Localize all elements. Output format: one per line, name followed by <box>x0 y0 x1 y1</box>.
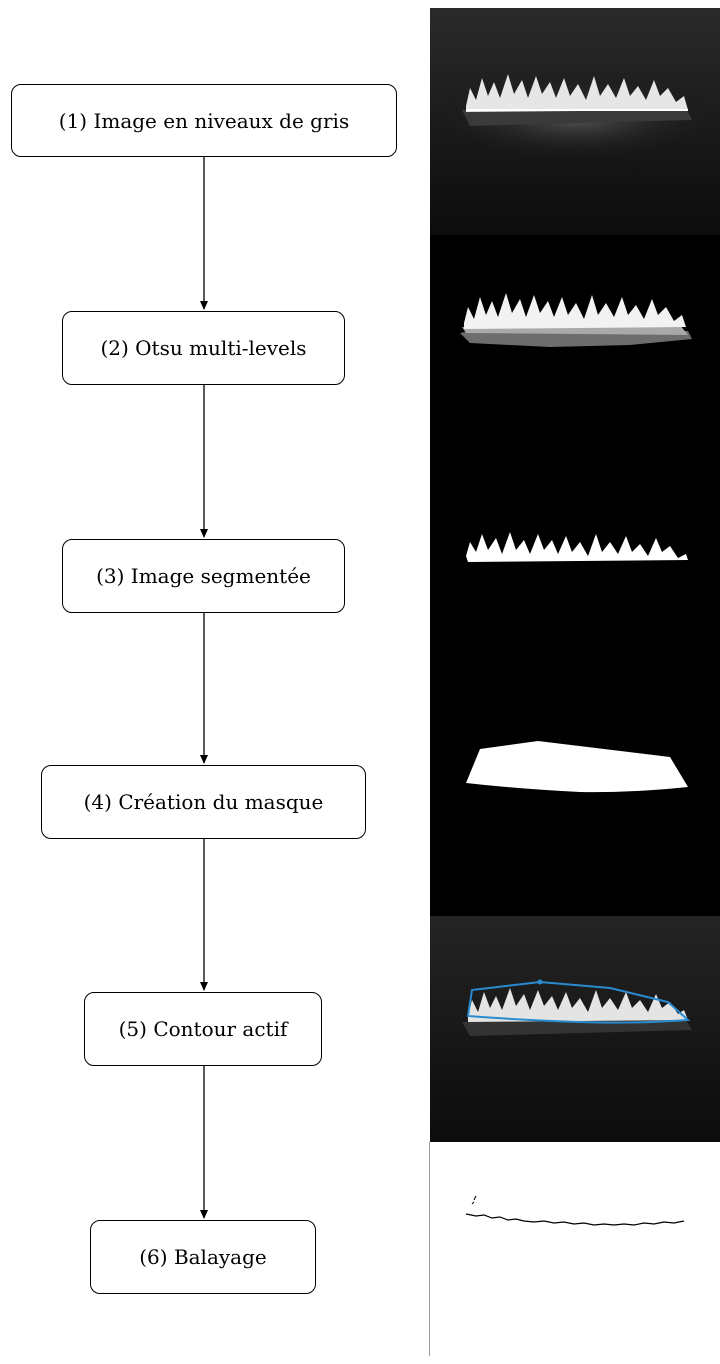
step-label: (2) Otsu multi-levels <box>100 336 307 360</box>
step-label: (4) Création du masque <box>83 790 324 814</box>
sweep-image <box>430 1142 720 1356</box>
grayscale-image <box>430 8 720 235</box>
step-active-contour-box: (5) Contour actif <box>84 992 322 1066</box>
step-label: (1) Image en niveaux de gris <box>58 108 350 133</box>
otsu-multilevel-image <box>430 235 720 462</box>
step-segmented-box: (3) Image segmentée <box>62 539 345 613</box>
step-label: (3) Image segmentée <box>96 564 311 588</box>
flow-arrows <box>200 157 208 1219</box>
step-otsu-box: (2) Otsu multi-levels <box>62 311 345 385</box>
step-sweep-box: (6) Balayage <box>90 1220 316 1294</box>
divider <box>429 1142 430 1356</box>
step-mask-box: (4) Création du masque <box>41 765 366 839</box>
mask-image <box>430 689 720 916</box>
segmented-image <box>430 462 720 689</box>
step-label: (5) Contour actif <box>118 1017 288 1041</box>
active-contour-image <box>430 916 720 1142</box>
step-grayscale-box: (1) Image en niveaux de gris <box>11 84 397 157</box>
step-label: (6) Balayage <box>139 1245 267 1269</box>
